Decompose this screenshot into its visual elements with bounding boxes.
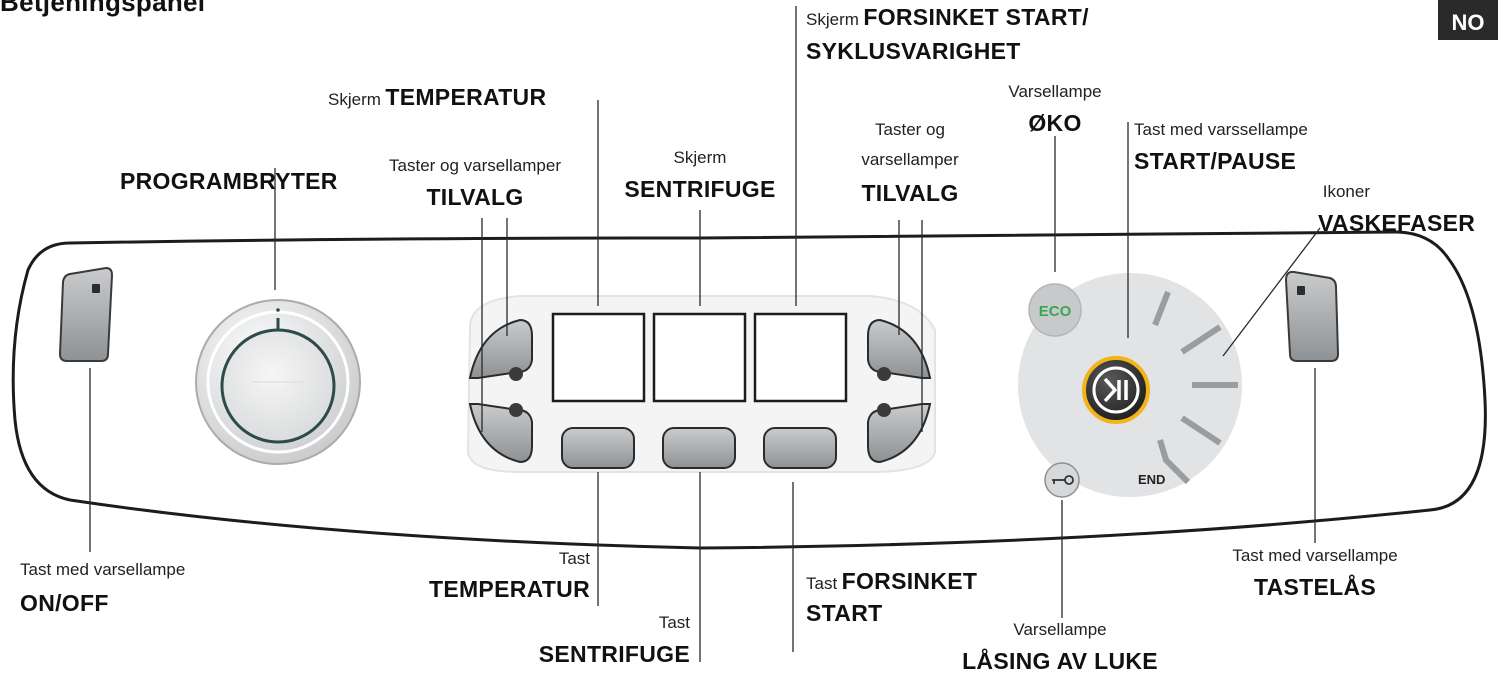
label-startpause-pre: Tast med varssellampe [1134, 120, 1308, 139]
label-skjerm-forsinket: Skjerm FORSINKET START/ [806, 4, 1089, 30]
label-tilvalg-right-pre-1: Taster og [875, 120, 945, 139]
page-title: Betjeningspanel [0, 0, 206, 17]
label-tastelaas-pre: Tast med varsellampe [1232, 546, 1398, 565]
display-temperatur [551, 312, 646, 403]
display-sentrifuge [652, 312, 747, 403]
label-tast-sentrifuge-pre: Tast [658, 613, 690, 632]
label-tast-forsinket-2: START [806, 600, 883, 626]
eco-lamp-text: ECO [1039, 303, 1072, 320]
option-button-left-bottom[interactable] [468, 403, 533, 464]
label-skjerm-temperatur-pre: Skjerm [328, 90, 381, 109]
label-vaskefaser-pre: Ikoner [1322, 182, 1370, 201]
start-pause-button[interactable] [1082, 356, 1150, 424]
label-tast-sentrifuge: SENTRIFUGE [538, 641, 690, 667]
eco-lamp: ECO [1028, 283, 1082, 337]
label-onoff: ON/OFF [20, 590, 109, 616]
wash-phase-icons [1152, 290, 1238, 485]
label-oko: ØKO [1028, 110, 1082, 136]
label-tast-temperatur: TEMPERATUR [428, 576, 590, 602]
label-skjerm-forsinket-pre: Skjerm [806, 10, 859, 29]
option-button-right-bottom[interactable] [867, 403, 932, 464]
label-tast-temperatur-pre: Tast [558, 549, 590, 568]
label-tilvalg-right-pre-2: varsellamper [861, 150, 959, 169]
label-laasing: LÅSING AV LUKE [962, 648, 1158, 674]
key-sentrifuge[interactable] [662, 427, 736, 469]
label-skjerm-forsinket-1: FORSINKET START/ [863, 4, 1089, 30]
label-skjerm-temperatur-main: TEMPERATUR [385, 84, 547, 110]
option-button-right-top[interactable] [867, 318, 932, 381]
label-programbryter: PROGRAMBRYTER [120, 168, 338, 194]
key-temperatur[interactable] [561, 427, 635, 469]
label-tast-forsinket: Tast FORSINKET [806, 568, 977, 594]
label-tast-forsinket-1: FORSINKET [841, 568, 978, 594]
option-button-left-top[interactable] [468, 318, 533, 381]
label-skjerm-forsinket-2: SYKLUSVARIGHET [806, 38, 1021, 64]
label-oko-pre: Varsellampe [1008, 82, 1102, 101]
label-tilvalg-left: TILVALG [426, 184, 524, 210]
label-tilvalg-right: TILVALG [861, 180, 959, 206]
label-skjerm-sentrifuge-pre: Skjerm [673, 148, 727, 167]
key-forsinket-start[interactable] [763, 427, 837, 469]
program-knob[interactable] [195, 299, 361, 465]
onoff-button[interactable] [58, 266, 114, 362]
label-onoff-pre: Tast med varsellampe [20, 560, 186, 579]
label-startpause: START/PAUSE [1134, 148, 1297, 174]
label-skjerm-temperatur: Skjerm TEMPERATUR [328, 84, 546, 110]
language-badge: NO [1438, 0, 1498, 40]
door-lock-lamp [1044, 462, 1080, 498]
tastelaas-button[interactable] [1284, 270, 1340, 362]
leader-lines [89, 6, 1321, 662]
label-laasing-pre: Varsellampe [1013, 620, 1107, 639]
label-tastelaas: TASTELÅS [1253, 574, 1377, 600]
display-forsinket-start [753, 312, 848, 403]
play-pause-icon [1103, 377, 1117, 403]
key-icon [1052, 475, 1074, 485]
label-tast-forsinket-pre: Tast [806, 574, 838, 593]
label-vaskefaser: VASKEFASER [1318, 210, 1476, 236]
label-tilvalg-left-pre: Taster og varsellamper [389, 156, 561, 175]
label-skjerm-sentrifuge: SENTRIFUGE [624, 176, 776, 202]
end-text: END [1138, 472, 1165, 487]
